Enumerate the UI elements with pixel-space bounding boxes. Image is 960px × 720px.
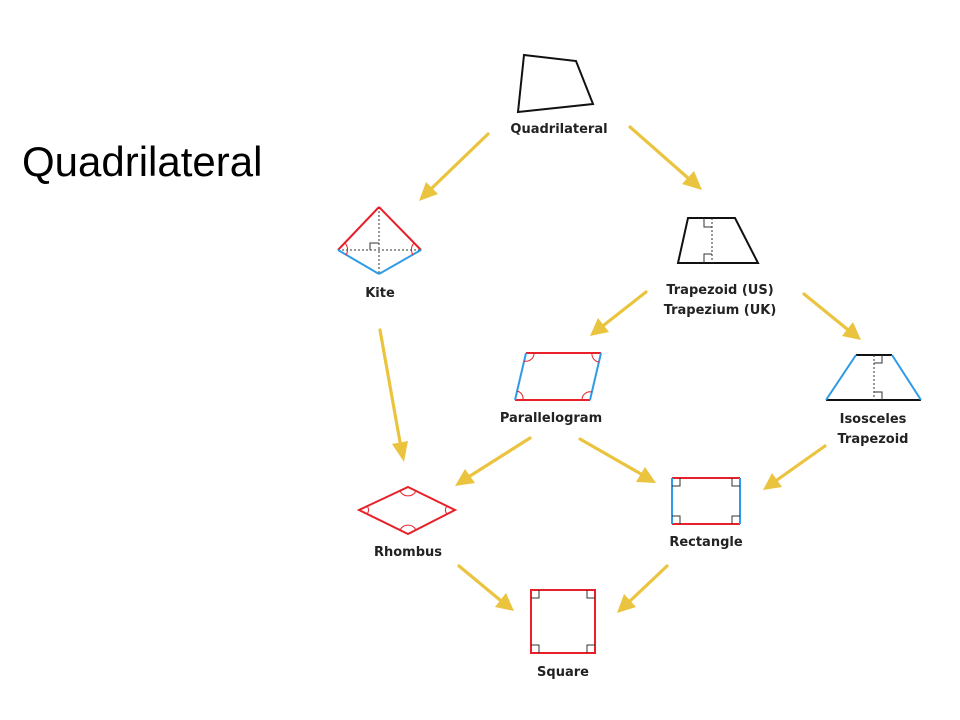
square-label: Square xyxy=(537,665,589,680)
arrow-rectangle-to-square xyxy=(617,564,669,613)
arrow-isosceles-to-rectangle xyxy=(763,444,827,490)
arrow-kite-to-rhombus xyxy=(378,328,408,462)
trapezoid-us-label: Trapezoid (US) xyxy=(666,283,773,298)
arrow-parallelogram-to-rectangle xyxy=(578,437,656,483)
rhombus-label: Rhombus xyxy=(374,545,442,560)
quadrilateral-label: Quadrilateral xyxy=(510,122,607,137)
quadrilateral-shape xyxy=(516,53,595,114)
arrow-quadrilateral-to-kite xyxy=(419,132,490,201)
isosceles-trapezoid-label: Trapezoid xyxy=(837,432,908,447)
arrow-quadrilateral-to-trapezoid xyxy=(628,125,702,190)
rectangle-shape xyxy=(671,477,741,525)
arrow-trapezoid-to-parallelogram xyxy=(590,290,648,336)
parallelogram-shape xyxy=(514,352,602,401)
page-title: Quadrilateral xyxy=(22,138,263,185)
parallelogram-label: Parallelogram xyxy=(500,411,602,426)
arrow-trapezoid-to-isosceles xyxy=(802,292,861,340)
kite-label: Kite xyxy=(365,286,395,301)
rectangle-label: Rectangle xyxy=(669,535,743,550)
kite-shape xyxy=(337,206,422,275)
arrow-parallelogram-to-rhombus xyxy=(455,436,532,486)
isosceles-trapezoid-shape xyxy=(825,354,922,401)
isosceles-label: Isosceles xyxy=(840,412,907,427)
square-shape xyxy=(530,589,596,654)
rhombus-shape xyxy=(356,485,458,536)
arrow-rhombus-to-square xyxy=(457,564,514,611)
trapezoid-shape xyxy=(676,217,760,264)
trapezium-uk-label: Trapezium (UK) xyxy=(664,303,777,318)
